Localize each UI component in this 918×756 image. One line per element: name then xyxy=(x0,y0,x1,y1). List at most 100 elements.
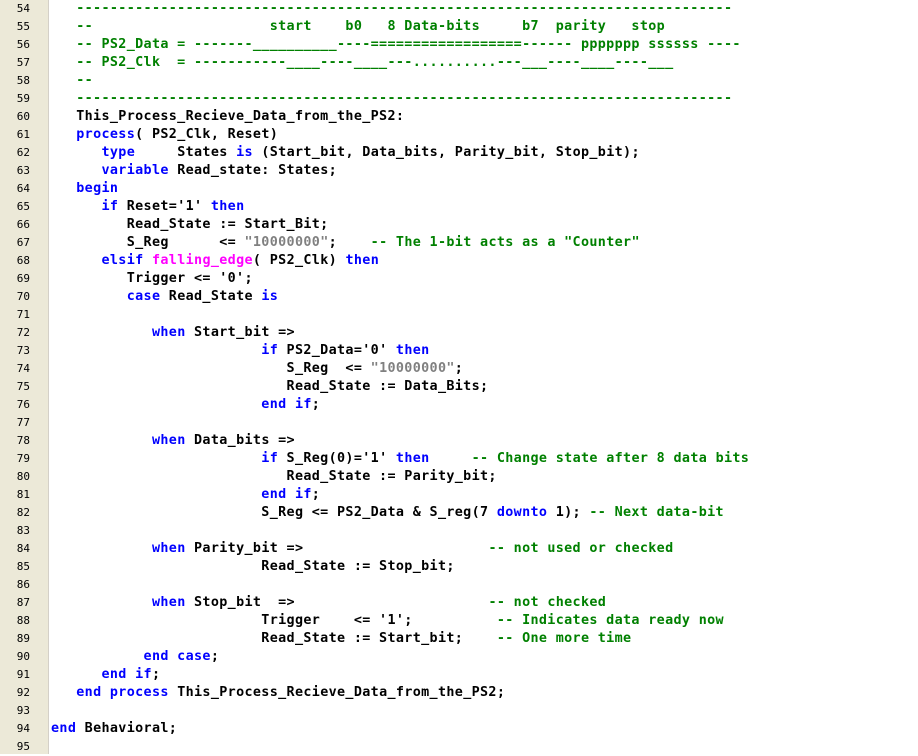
code-line[interactable]: 74 S_Reg <= "10000000"; xyxy=(0,360,918,378)
keyword-token: when xyxy=(151,595,186,610)
code-line[interactable]: 85 Read_State := Stop_bit; xyxy=(0,558,918,576)
line-number: 95 xyxy=(16,740,30,753)
code-line[interactable]: 69 Trigger <= '0'; xyxy=(0,270,918,288)
line-number: 84 xyxy=(16,542,30,555)
line-number: 83 xyxy=(16,524,30,537)
line-text: -- PS2_Clk = -----------____----____---.… xyxy=(51,54,673,72)
comment-token: -- One more time xyxy=(496,631,632,646)
code-line[interactable]: 67 S_Reg <= "10000000"; -- The 1-bit act… xyxy=(0,234,918,252)
code-line[interactable]: 70 case Read_State is xyxy=(0,288,918,306)
comment-token: ----------------------------------------… xyxy=(51,91,733,106)
code-line[interactable]: 93 xyxy=(0,702,918,720)
code-line[interactable]: 64 begin xyxy=(0,180,918,198)
code-line[interactable]: 58 -- xyxy=(0,72,918,90)
line-number: 63 xyxy=(16,164,30,177)
code-line[interactable]: 76 end if; xyxy=(0,396,918,414)
code-line[interactable]: 66 Read_State := Start_Bit; xyxy=(0,216,918,234)
keyword-token: end if xyxy=(261,487,312,502)
line-text: when Stop_bit => -- not checked xyxy=(51,594,606,612)
code-line[interactable]: 62 type States is (Start_bit, Data_bits,… xyxy=(0,144,918,162)
line-number: 89 xyxy=(16,632,30,645)
line-number: 74 xyxy=(16,362,30,375)
line-number: 79 xyxy=(16,452,30,465)
code-line[interactable]: 57 -- PS2_Clk = -----------____----____-… xyxy=(0,54,918,72)
comment-token: -- PS2_Clk = -----------____----____---.… xyxy=(51,55,674,70)
code-token xyxy=(51,487,261,502)
code-line[interactable]: 63 variable Read_state: States; xyxy=(0,162,918,180)
code-token xyxy=(144,253,152,268)
line-number: 78 xyxy=(16,434,30,447)
code-token xyxy=(51,325,152,340)
code-line[interactable]: 75 Read_State := Data_Bits; xyxy=(0,378,918,396)
code-token: Parity_bit => xyxy=(185,541,489,556)
code-token xyxy=(51,181,76,196)
code-line[interactable]: 68 elsif falling_edge( PS2_Clk) then xyxy=(0,252,918,270)
line-text: Read_State := Data_Bits; xyxy=(51,378,489,396)
code-line[interactable]: 88 Trigger <= '1'; -- Indicates data rea… xyxy=(0,612,918,630)
line-number: 60 xyxy=(16,110,30,123)
line-text: -- xyxy=(51,72,93,90)
code-line[interactable]: 77 xyxy=(0,414,918,432)
keyword-token: then xyxy=(395,451,430,466)
keyword-token: then xyxy=(210,199,245,214)
code-line[interactable]: 56 -- PS2_Data = -------__________----==… xyxy=(0,36,918,54)
code-line[interactable]: 91 end if; xyxy=(0,666,918,684)
code-line[interactable]: 89 Read_State := Start_bit; -- One more … xyxy=(0,630,918,648)
code-line[interactable]: 55 -- start b0 8 Data-bits b7 parity sto… xyxy=(0,18,918,36)
code-token: Read_State xyxy=(160,289,262,304)
code-line[interactable]: 83 xyxy=(0,522,918,540)
code-token: ; xyxy=(311,487,321,502)
code-line[interactable]: 79 if S_Reg(0)='1' then -- Change state … xyxy=(0,450,918,468)
code-line[interactable]: 92 end process This_Process_Recieve_Data… xyxy=(0,684,918,702)
code-line[interactable]: 87 when Stop_bit => -- not checked xyxy=(0,594,918,612)
keyword-token: is xyxy=(261,289,279,304)
code-line[interactable]: 73 if PS2_Data='0' then xyxy=(0,342,918,360)
keyword-token: then xyxy=(395,343,430,358)
code-token: ; xyxy=(210,649,220,664)
code-token xyxy=(51,289,127,304)
code-token: ( PS2_Clk, Reset) xyxy=(135,127,279,142)
line-text: variable Read_state: States; xyxy=(51,162,337,180)
line-number: 59 xyxy=(16,92,30,105)
line-number: 82 xyxy=(16,506,30,519)
code-line[interactable]: 60 This_Process_Recieve_Data_from_the_PS… xyxy=(0,108,918,126)
code-line[interactable]: 78 when Data_bits => xyxy=(0,432,918,450)
keyword-token: if xyxy=(261,343,279,358)
keyword-token: is xyxy=(236,145,253,160)
code-token xyxy=(51,649,144,664)
code-token xyxy=(51,667,101,682)
keyword-token: if xyxy=(101,199,119,214)
code-line[interactable]: 65 if Reset='1' then xyxy=(0,198,918,216)
line-text: if PS2_Data='0' then xyxy=(51,342,430,360)
code-line[interactable]: 61 process( PS2_Clk, Reset) xyxy=(0,126,918,144)
code-token: S_Reg <= xyxy=(51,235,245,250)
code-token: Trigger <= '1'; xyxy=(51,613,497,628)
code-line[interactable]: 81 end if; xyxy=(0,486,918,504)
line-number: 72 xyxy=(16,326,30,339)
code-line[interactable]: 82 S_Reg <= PS2_Data & S_reg(7 downto 1)… xyxy=(0,504,918,522)
line-number: 67 xyxy=(16,236,30,249)
line-text: case Read_State is xyxy=(51,288,278,306)
code-line[interactable]: 84 when Parity_bit => -- not used or che… xyxy=(0,540,918,558)
code-token xyxy=(51,253,101,268)
code-token: Read_State := Parity_bit; xyxy=(51,469,497,484)
line-text: when Parity_bit => -- not used or checke… xyxy=(51,540,674,558)
keyword-token: begin xyxy=(76,181,119,196)
code-line[interactable]: 90 end case; xyxy=(0,648,918,666)
code-line[interactable]: 54 -------------------------------------… xyxy=(0,0,918,18)
keyword-token: type xyxy=(101,145,136,160)
line-number: 94 xyxy=(16,722,30,735)
code-line[interactable]: 71 xyxy=(0,306,918,324)
code-token xyxy=(51,595,152,610)
code-line[interactable]: 86 xyxy=(0,576,918,594)
code-line[interactable]: 59 -------------------------------------… xyxy=(0,90,918,108)
line-text: end case; xyxy=(51,648,219,666)
code-token: States xyxy=(135,145,237,160)
comment-token: -- xyxy=(51,73,94,88)
code-line[interactable]: 72 when Start_bit => xyxy=(0,324,918,342)
code-line[interactable]: 95 xyxy=(0,738,918,756)
code-line[interactable]: 80 Read_State := Parity_bit; xyxy=(0,468,918,486)
